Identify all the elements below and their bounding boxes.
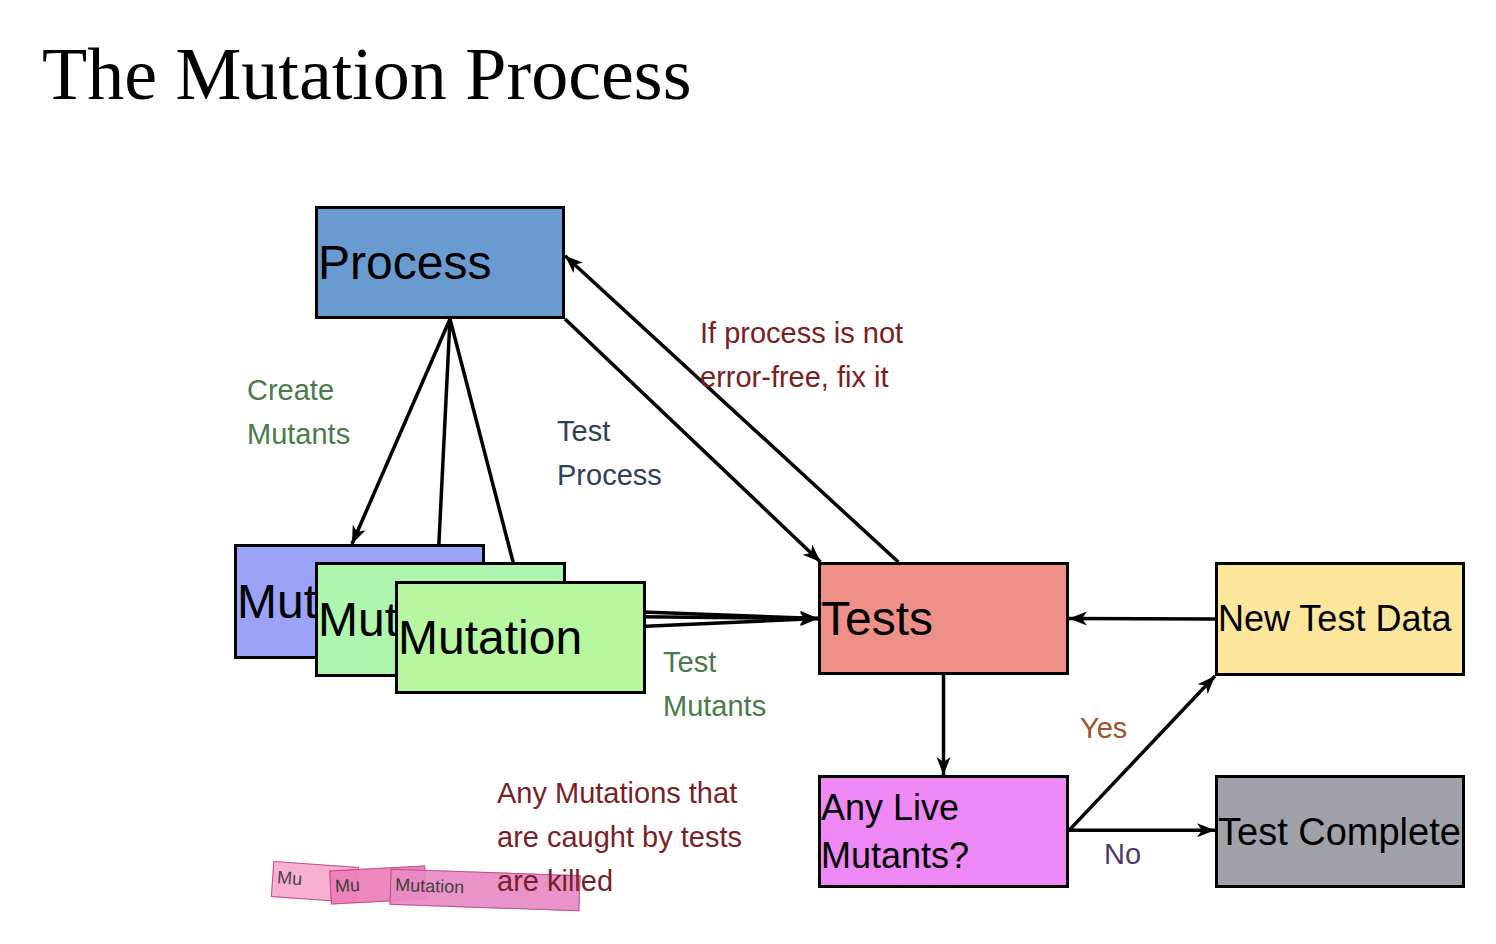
node-label: Mut xyxy=(318,592,398,648)
mutant-box: Mutation xyxy=(395,581,646,694)
node-label: Any Live Mutants? xyxy=(821,784,1066,880)
new-data-box: New Test Data xyxy=(1215,562,1465,676)
arrow-connector xyxy=(942,675,946,775)
arrow-connector xyxy=(352,319,450,544)
edge-label: Yes xyxy=(1080,706,1160,750)
tests-box: Tests xyxy=(818,562,1069,675)
edge-label: Create Mutants xyxy=(247,368,387,456)
arrow-connector xyxy=(1069,676,1215,830)
edge-label: Test Process xyxy=(557,409,697,497)
edge-label: If process is not error-free, fix it xyxy=(700,311,970,399)
node-label: Process xyxy=(318,235,491,291)
node-label: Mut xyxy=(237,574,317,630)
arrow-connector xyxy=(1069,617,1215,621)
node-label: Tests xyxy=(821,591,933,647)
edge-label: Test Mutants xyxy=(663,640,803,728)
diagram-title: The Mutation Process xyxy=(42,26,691,122)
process-box: Process xyxy=(315,206,565,319)
arrow-connector xyxy=(646,619,818,627)
decision-box: Any Live Mutants? xyxy=(818,775,1069,888)
node-label: New Test Data xyxy=(1218,598,1451,640)
arrow-connector xyxy=(565,256,898,562)
node-label: Mutation xyxy=(398,610,582,666)
edge-label: No xyxy=(1104,832,1184,876)
arrow-connector xyxy=(450,319,518,581)
node-label: Test Complete xyxy=(1218,808,1461,856)
arrow-connector xyxy=(438,319,450,562)
note-text: Any Mutations that are caught by tests a… xyxy=(497,771,787,903)
complete-box: Test Complete xyxy=(1215,775,1465,888)
arrow-connector xyxy=(1069,829,1215,833)
